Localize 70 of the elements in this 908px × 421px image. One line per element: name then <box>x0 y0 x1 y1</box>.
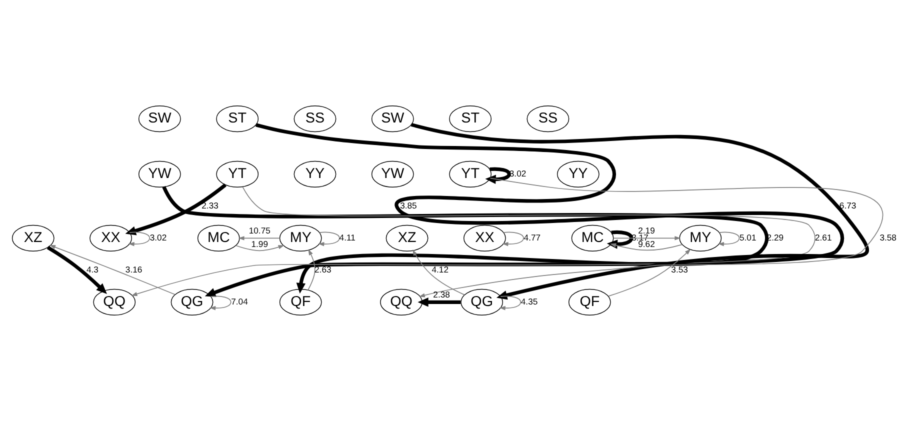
edge-label: 9.62 <box>638 239 654 250</box>
node-ellipse: SS <box>526 106 569 132</box>
arrow <box>418 178 882 298</box>
node-ellipse: MC <box>196 224 240 252</box>
arrow <box>46 246 106 294</box>
arrow <box>502 232 524 246</box>
edge-label: 4.3 <box>86 264 98 274</box>
edge-label: 7.04 <box>230 296 248 306</box>
edge-label: 4.11 <box>338 232 355 242</box>
edge-label: 3.58 <box>879 232 896 242</box>
arrow <box>204 123 844 297</box>
arrow <box>124 184 226 236</box>
arrow <box>235 245 284 252</box>
arrow <box>484 167 510 184</box>
arrow <box>610 243 682 251</box>
edge-label: 4.12 <box>431 264 448 274</box>
node-ellipse: XX <box>463 224 506 252</box>
node-ellipse: SS <box>293 106 336 132</box>
edge-label: 2.61 <box>814 232 832 242</box>
arrow <box>606 230 633 249</box>
edge-label: 10.75 <box>248 226 270 236</box>
edge-label: 3.16 <box>124 264 142 274</box>
arrow <box>209 296 231 310</box>
node-ellipse: MC <box>570 224 614 252</box>
node-ellipse: QF <box>278 288 322 316</box>
arrow <box>318 232 340 246</box>
edge-label: 4.35 <box>520 296 538 306</box>
node-ellipse: YW <box>370 160 414 188</box>
arrow <box>238 236 280 240</box>
node-ellipse: XZ <box>385 224 428 252</box>
node-ellipse: QG <box>170 288 213 316</box>
edge-label: 3.85 <box>400 200 416 210</box>
arrow <box>612 236 680 240</box>
node-ellipse: MY <box>678 224 722 252</box>
node-ellipse: SW <box>138 106 180 132</box>
arrow <box>717 232 740 246</box>
edge-label: 2.33 <box>201 200 218 210</box>
node-ellipse: YY <box>293 160 336 188</box>
node-ellipse: ST <box>216 106 258 132</box>
node-ellipse: YY <box>556 160 599 188</box>
node-ellipse: XX <box>89 224 132 252</box>
arrow <box>307 249 315 290</box>
edge-label: 3.02 <box>149 232 166 242</box>
edge-label: 5.01 <box>738 232 756 242</box>
node-ellipse: QF <box>568 288 610 316</box>
edge-label: 4.77 <box>523 232 540 242</box>
edge-label: 2.63 <box>314 264 331 274</box>
edge-label: 3.02 <box>508 168 526 178</box>
edge-label: 6.73 <box>838 200 856 210</box>
node-ellipse: QQ <box>92 288 136 316</box>
node-ellipse: QQ <box>380 288 422 316</box>
arrow <box>412 250 464 296</box>
arrow <box>417 298 460 307</box>
arrow <box>48 245 175 295</box>
node-ellipse: XZ <box>11 224 54 252</box>
node-ellipse: YW <box>138 160 180 188</box>
node-ellipse: YT <box>448 160 492 188</box>
edge-label: 2.19 <box>638 226 654 236</box>
edge-label: 3.53 <box>670 264 688 274</box>
node-ellipse: YT <box>216 160 258 188</box>
node-ellipse: SW <box>370 106 414 132</box>
arrow <box>498 296 521 310</box>
arrow <box>128 232 150 246</box>
arrow <box>607 248 690 297</box>
arrow <box>410 122 868 300</box>
edge-label: 1.99 <box>250 239 268 250</box>
node-ellipse: QG <box>460 288 503 316</box>
node-ellipse: ST <box>448 106 492 132</box>
node-ellipse: MY <box>278 224 322 252</box>
edge-label: 2.38 <box>432 290 450 300</box>
